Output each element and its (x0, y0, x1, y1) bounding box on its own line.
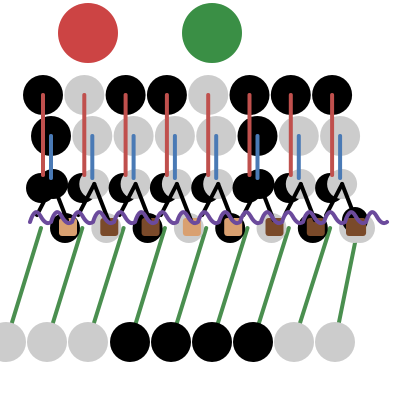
dark-bond-4 (158, 182, 179, 217)
dark-bond-b-3 (133, 182, 152, 222)
bottom-atom-1 (0, 322, 26, 362)
dark-bond-b-2 (92, 182, 111, 222)
top-green-circle (182, 3, 242, 63)
bottom-atom-4 (110, 322, 150, 362)
top-red-circle (58, 3, 118, 63)
bottom-atom-9 (315, 322, 355, 362)
bottom-atom-3 (68, 322, 108, 362)
bonds (28, 93, 389, 236)
dark-bond-2 (76, 182, 97, 217)
bottom-atom-2 (27, 322, 67, 362)
dark-bond-1 (35, 182, 55, 217)
dark-bond-7 (282, 182, 303, 217)
dark-bond-8 (324, 182, 345, 217)
purple-chain (28, 210, 389, 226)
dark-bond-5 (200, 182, 221, 217)
top-layer (58, 3, 242, 63)
bottom-atom-6 (192, 322, 232, 362)
dark-bond-6 (241, 182, 262, 217)
bottom-atom-5 (151, 322, 191, 362)
dark-bond-b-1 (51, 182, 69, 222)
bottom-atom-7 (233, 322, 273, 362)
bottom-atom-8 (274, 322, 314, 362)
dark-bond-3 (117, 182, 138, 217)
